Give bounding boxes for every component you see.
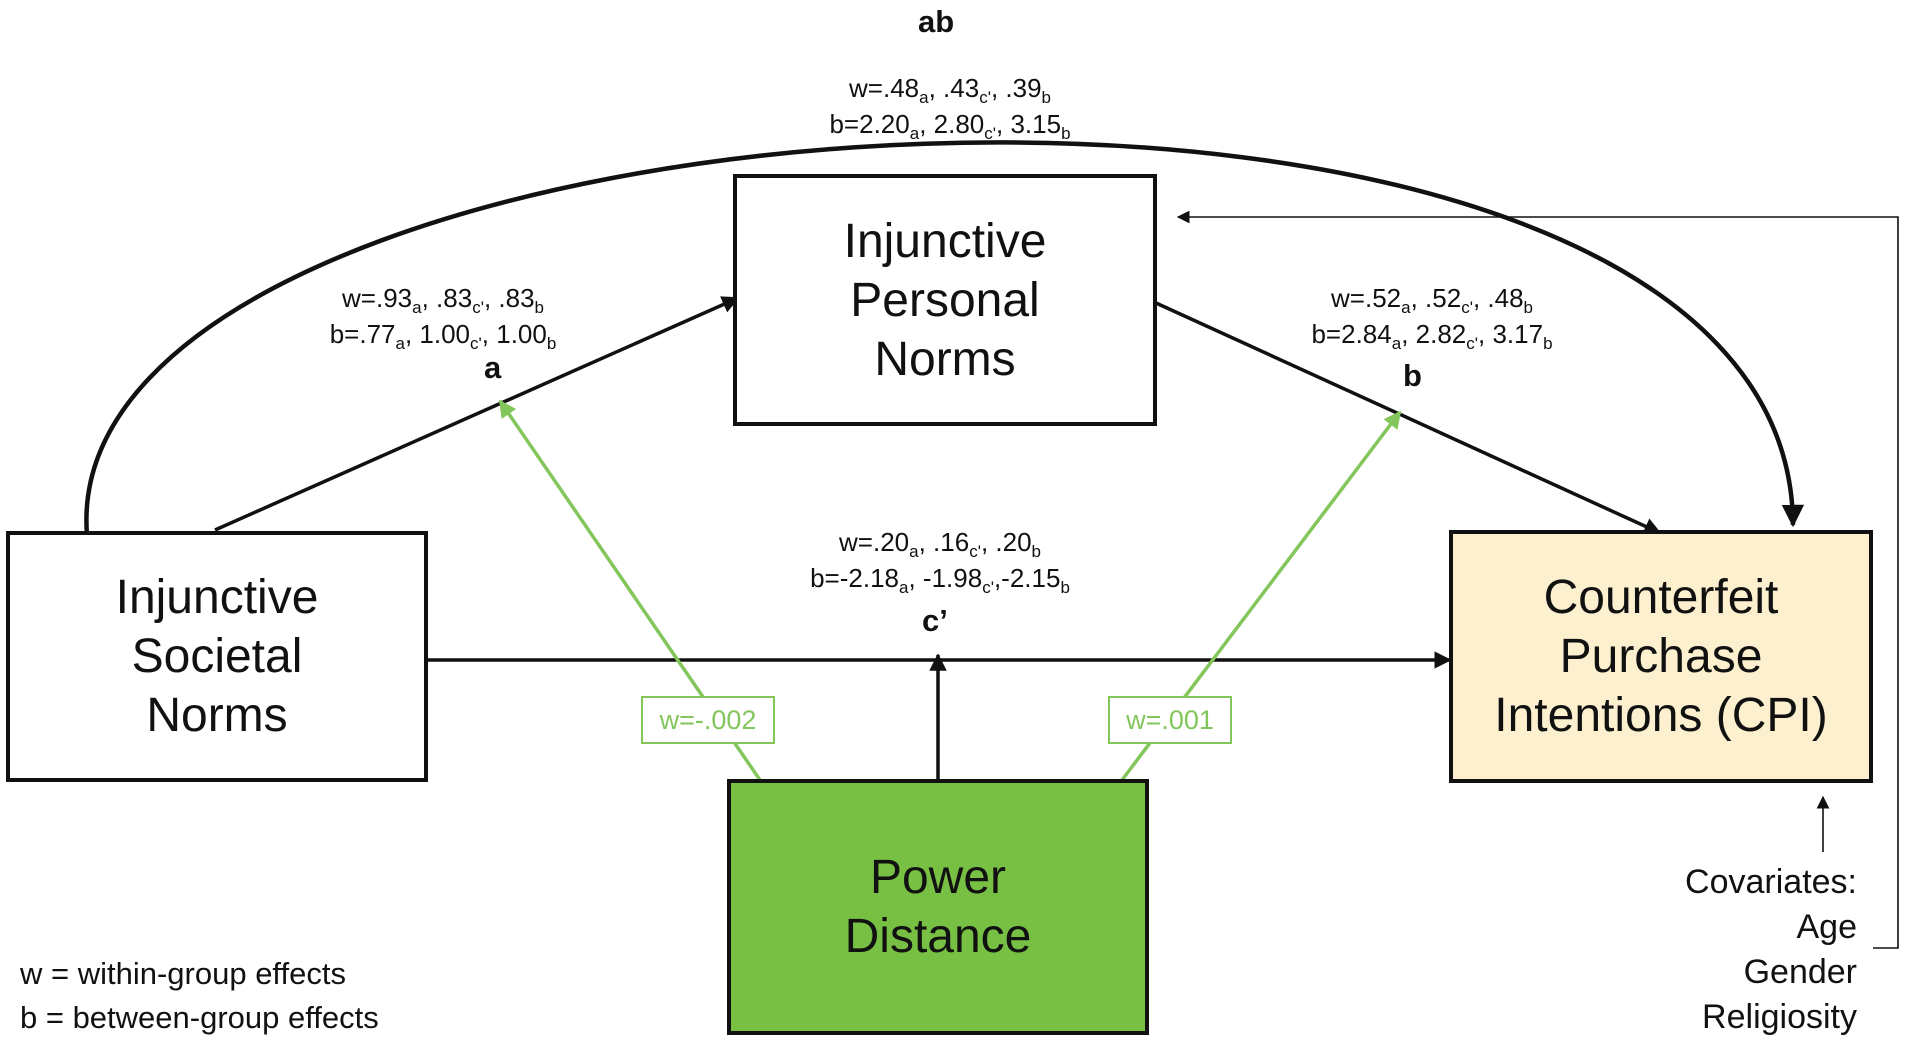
cpi-line-1: Counterfeit	[1543, 571, 1779, 624]
coef-line-w: w=.93a, .83c', .83b	[342, 283, 544, 317]
path-a-arrow	[214, 296, 740, 532]
coef-subscript: b	[1061, 124, 1071, 143]
path-ab-label: ab	[918, 4, 955, 39]
coef-subscript: a	[395, 334, 405, 353]
coef-subscript: b	[546, 334, 557, 353]
coef-subscript: c'	[984, 124, 996, 143]
coef-subscript: c'	[472, 298, 484, 317]
pd-line-1: Power	[869, 851, 1007, 904]
coef-subscript: b	[1543, 334, 1553, 353]
coef-subscript: a	[1391, 334, 1402, 353]
coef-subscript: b	[1060, 578, 1070, 597]
injunctive-societal-norms-box: Injunctive Societal Norms	[6, 531, 428, 782]
covariate-feedback-line	[1176, 210, 1899, 949]
path-a-label: a	[484, 350, 502, 385]
coef-subscript: b	[1041, 88, 1051, 107]
coef-subscript: b	[1523, 298, 1533, 317]
coef-subscript: c'	[1466, 334, 1478, 353]
covariate-religiosity: Religiosity	[1702, 998, 1857, 1036]
legend-between: b = between-group effects	[20, 1000, 379, 1035]
coef-subscript: a	[909, 124, 920, 143]
coef-line-w: w=.48a, .43c', .39b	[849, 73, 1051, 107]
legend-within: w = within-group effects	[20, 956, 346, 991]
coef-line-w: w=.52a, .52c', .48b	[1331, 283, 1533, 317]
coef-line-b: b=.77a, 1.00c', 1.00b	[329, 319, 557, 353]
covariates-list: Covariates: Age Gender Religiosity	[1685, 860, 1857, 1040]
coef-subscript: c'	[1461, 298, 1473, 317]
path-b-arrow	[1155, 301, 1662, 535]
ipn-line-1: Injunctive	[843, 214, 1047, 268]
cpi-line-2: Purchase	[1559, 630, 1763, 683]
coef-subscript: c'	[969, 542, 981, 561]
counterfeit-purchase-intentions-box: Counterfeit Purchase Intentions (CPI)	[1449, 530, 1873, 783]
isn-line-2: Societal	[131, 630, 303, 683]
path-ab-arc	[84, 140, 1805, 536]
legend: w = within-group effects b = between-gro…	[20, 952, 379, 1040]
isn-line-3: Norms	[146, 689, 288, 742]
coef-subscript: c'	[979, 88, 991, 107]
coef-subscript: b	[534, 298, 544, 317]
coef-subscript: c'	[470, 334, 482, 353]
coef-line-b: b=2.20a, 2.80c', 3.15b	[829, 109, 1071, 143]
isn-line-1: Injunctive	[115, 571, 319, 624]
power-distance-box: Power Distance	[727, 779, 1149, 1035]
covariates-title: Covariates:	[1685, 863, 1857, 901]
pd-line-2: Distance	[844, 910, 1032, 963]
path-b-label: b	[1403, 358, 1422, 393]
coef-subscript: a	[899, 578, 909, 597]
cpi-label: Counterfeit Purchase Intentions (CPI)	[1494, 568, 1827, 745]
moderation-a-tag: w=-.002	[641, 696, 775, 744]
coef-subscript: c'	[982, 578, 994, 597]
coef-subscript: b	[1031, 542, 1041, 561]
ipn-label: Injunctive Personal Norms	[844, 212, 1047, 389]
injunctive-personal-norms-box: Injunctive Personal Norms	[733, 174, 1157, 426]
ipn-line-2: Personal	[850, 273, 1040, 327]
ipn-line-3: Norms	[874, 332, 1016, 386]
coef-line-b: b=2.84a, 2.82c', 3.17b	[1311, 319, 1553, 353]
coef-line-b: b=-2.18a, -1.98c',-2.15b	[810, 563, 1070, 597]
coef-line-w: w=.20a, .16c', .20b	[839, 527, 1041, 561]
moderation-b-tag: w=.001	[1108, 696, 1232, 744]
coef-subscript: a	[1401, 298, 1411, 317]
covariate-age: Age	[1796, 908, 1858, 946]
coef-subscript: a	[412, 298, 422, 317]
cpi-line-3: Intentions (CPI)	[1494, 689, 1828, 742]
path-c-label: c’	[922, 603, 948, 638]
coef-subscript: a	[919, 88, 929, 107]
isn-label: Injunctive Societal Norms	[116, 568, 319, 745]
pd-label: Power Distance	[845, 848, 1032, 966]
covariate-gender: Gender	[1743, 953, 1857, 991]
coef-subscript: a	[909, 542, 919, 561]
